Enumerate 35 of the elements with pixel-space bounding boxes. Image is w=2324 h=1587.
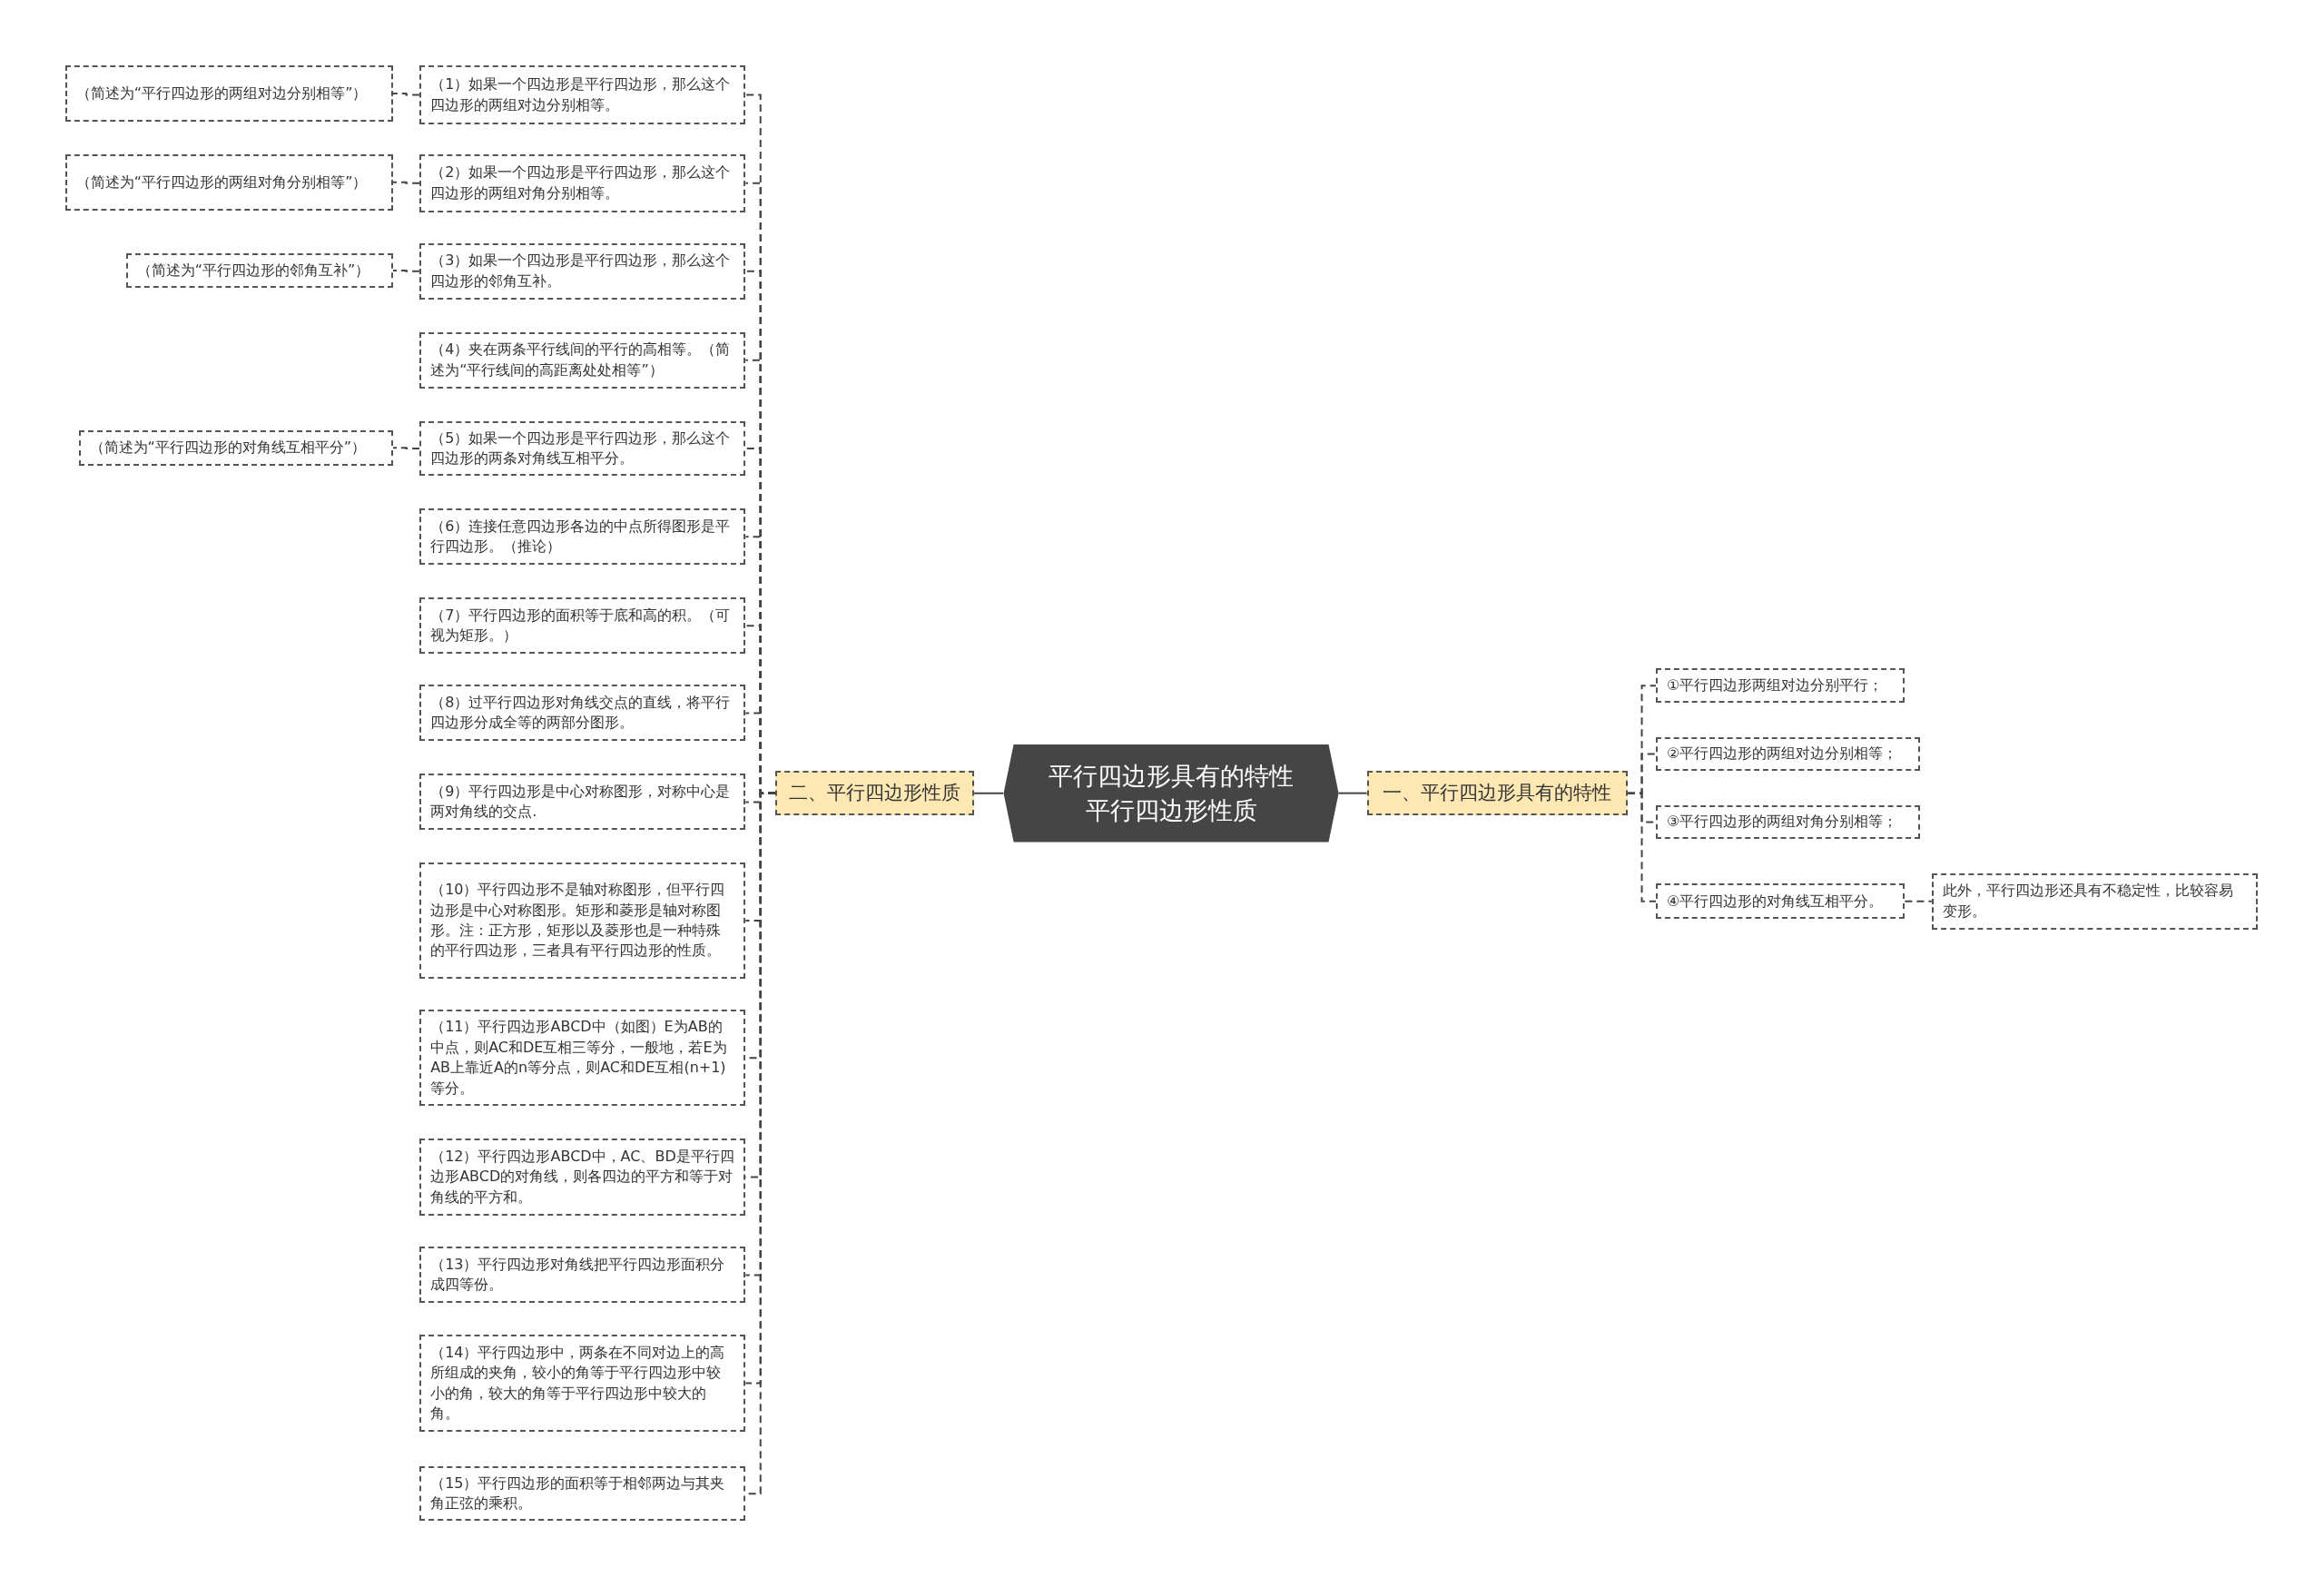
topic-box: （简述为“平行四边形的两组对边分别相等”） <box>64 64 393 122</box>
topic-box: ①平行四边形两组对边分别平行； <box>1656 668 1905 703</box>
topic-box: （13）平行四边形对角线把平行四边形面积分成四等份。 <box>419 1247 746 1304</box>
topic-box: （简述为“平行四边形的对角线互相平分”） <box>78 429 393 466</box>
topic-box: （6）连接任意四边形各边的中点所得图形是平行四边形。（推论） <box>419 508 746 566</box>
topic-box: （简述为“平行四边形的两组对角分别相等”） <box>64 153 393 211</box>
topic-box: ③平行四边形的两组对角分别相等； <box>1656 804 1920 840</box>
topic-box: （简述为“平行四边形的邻角互补”） <box>125 253 393 288</box>
central-topic: 平行四边形具有的特性平行四边形性质 <box>1003 744 1339 843</box>
topic-box: （3）如果一个四边形是平行四边形，那么这个四边形的邻角互补。 <box>419 242 746 300</box>
topic-box: （4）夹在两条平行线间的平行的高相等。（简述为“平行线间的高距离处处相等”） <box>419 331 746 389</box>
topic-box: （15）平行四边形的面积等于相邻两边与其夹角正弦的乘积。 <box>419 1466 746 1522</box>
topic-box: （5）如果一个四边形是平行四边形，那么这个四边形的两条对角线互相平分。 <box>419 420 746 477</box>
topic-box: （1）如果一个四边形是平行四边形，那么这个四边形的两组对边分别相等。 <box>419 64 746 125</box>
connector <box>1627 792 1658 902</box>
topic-box: （14）平行四边形中，两条在不同对边上的高所组成的夹角，较小的角等于平行四边形中较小的角，较大的角等于平行四边形中较大的角。 <box>419 1334 746 1433</box>
topic-box: （9）平行四边形是中心对称图形，对称中心是两对角线的交点. <box>419 774 746 831</box>
branch-topic: 一、平行四边形具有的特性 <box>1366 771 1629 816</box>
topic-box: （12）平行四边形ABCD中，AC、BD是平行四边形ABCD的对角线，则各四边的平方和等于对角线的平方和。 <box>419 1138 746 1217</box>
connector <box>391 447 421 449</box>
topic-box: （11）平行四边形ABCD中（如图）E为AB的中点，则AC和DE互相三等分，一般地，若E为AB上靠近A的n等分点，则AC和DE互相(n+1)等分。 <box>419 1010 746 1107</box>
connector <box>1904 900 1933 902</box>
connector <box>972 792 1005 794</box>
topic-box: （10）平行四边形不是轴对称图形，但平行四边形是中心对称图形。矩形和菱形是轴对称图形。注：正方形，矩形以及菱形也是一种特殊的平行四边形，三者具有平行四边形的性质。 <box>419 862 746 979</box>
connector <box>391 92 421 96</box>
connector <box>1337 792 1368 794</box>
topic-box: ②平行四边形的两组对边分别相等； <box>1656 736 1920 772</box>
topic-box: （8）过平行四边形对角线交点的直线，将平行四边形分成全等的两部分图形。 <box>419 685 746 742</box>
topic-box: （2）如果一个四边形是平行四边形，那么这个四边形的两组对角分别相等。 <box>419 153 746 212</box>
branch-topic: 二、平行四边形性质 <box>775 771 974 816</box>
topic-box: 此外，平行四边形还具有不稳定性，比较容易变形。 <box>1931 872 2259 930</box>
topic-box: （7）平行四边形的面积等于底和高的积。（可视为矩形。） <box>419 597 746 655</box>
topic-box: ④平行四边形的对角线互相平分。 <box>1656 883 1905 920</box>
connector <box>391 181 421 184</box>
connector <box>391 270 421 272</box>
